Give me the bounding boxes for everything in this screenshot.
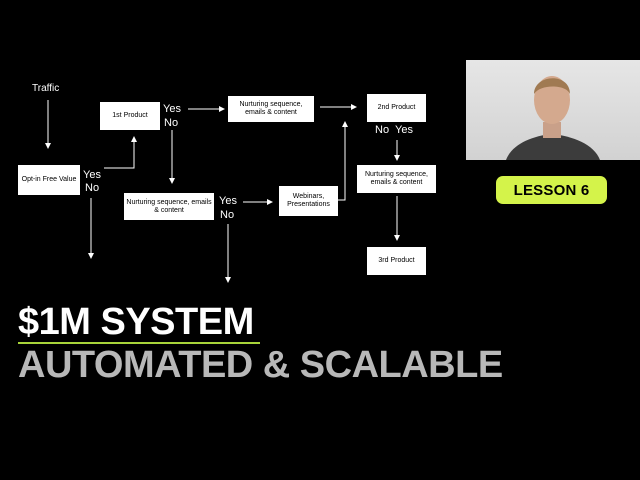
arrow-webinars-to-second <box>338 121 348 201</box>
presenter-video <box>466 60 640 160</box>
label-optin-yes: Yes <box>83 169 101 181</box>
node-first-product: 1st Product <box>100 102 160 130</box>
headline-underline <box>18 342 260 344</box>
node-nurturing-right: Nurturing sequence, emails & content <box>357 165 436 193</box>
label-first-yes: Yes <box>163 103 181 115</box>
label-optin-no: No <box>85 182 100 194</box>
headline-line-2: AUTOMATED & SCALABLE <box>18 344 503 386</box>
node-webinars: Webinars, Presentations <box>279 186 338 216</box>
headline-line-1: $1M SYSTEM <box>18 301 254 343</box>
label-mid-no: No <box>220 209 235 221</box>
label-second-yes: Yes <box>395 124 413 136</box>
label-first-no: No <box>164 117 179 129</box>
node-optin-free-value: Opt-in Free Value <box>18 165 80 195</box>
label-mid-yes: Yes <box>219 195 237 207</box>
node-nurturing-top: Nurturing sequence, emails & content <box>228 96 314 122</box>
label-second-no: No <box>375 124 390 136</box>
arrow-optin-yes <box>104 136 137 169</box>
node-nurturing-mid: Nurturing sequence, emails & content <box>124 193 214 220</box>
traffic-label: Traffic <box>32 83 60 94</box>
lesson-badge: LESSON 6 <box>496 176 607 204</box>
node-second-product: 2nd Product <box>367 94 426 122</box>
node-third-product: 3rd Product <box>367 247 426 275</box>
